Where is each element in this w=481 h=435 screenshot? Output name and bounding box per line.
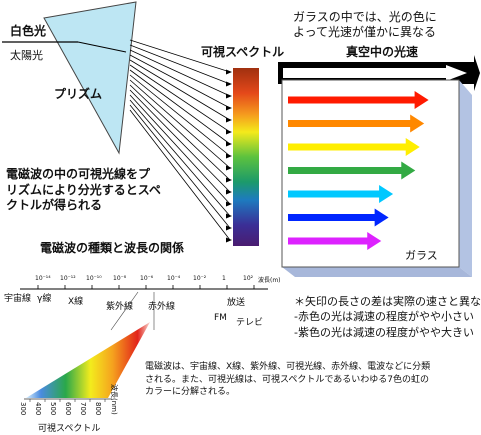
dispersion-ray-head: [226, 189, 232, 195]
dispersion-ray-head: [226, 165, 232, 171]
notes: ＊矢印の長さの差は実際の速さと異なる -赤色の光は減速の程度がやや小さい -紫色…: [294, 294, 481, 340]
small-spectrum-ticks: [29, 399, 106, 402]
dispersion-ray: [129, 74, 231, 157]
dispersion-ray-head: [226, 141, 232, 147]
prism-entry-ray: [77, 41, 127, 53]
dispersion-ray-head: [226, 177, 232, 183]
dispersion-ray-head: [226, 117, 232, 123]
axis-tick-label: 10⁻⁴: [167, 275, 181, 282]
axis-tick-label: 10⁻¹⁰: [86, 275, 102, 282]
wave-relation-title: 電磁波の種類と波長の関係: [40, 241, 185, 255]
band-label-television: テレビ: [236, 318, 264, 328]
small-spectrum-caption: 可視スペクトル: [38, 424, 101, 434]
band-label-cosmic-ray: 宇宙線: [4, 294, 32, 304]
dispersion-ray: [129, 39, 231, 73]
axis-tick-label: 10⁻⁶: [140, 275, 154, 282]
visible-spectrum-bar: [233, 68, 259, 246]
dispersion-ray: [129, 89, 231, 193]
dispersion-ray: [129, 64, 231, 133]
small-spectrum-tick-label: 300: [19, 402, 27, 416]
dispersion-ray: [129, 79, 231, 169]
band-label-fm: FM: [214, 313, 227, 323]
prism-note: 電磁波の中の可視光線をプ リズムにより分光するとスペ クトルが得られる: [6, 167, 161, 214]
axis-tick-label: 10⁻¹⁴: [35, 275, 51, 282]
note-line-2: -赤色の光は減速の程度がやや小さい: [294, 310, 474, 324]
dispersion-ray: [129, 69, 231, 145]
dispersion-ray-head: [226, 129, 232, 135]
dispersion-ray-head: [226, 201, 232, 207]
dispersion-ray-head: [226, 225, 232, 231]
visible-band-left-guide: [110, 291, 139, 331]
small-spectrum-fan: [26, 322, 150, 398]
vacuum-speed-arrow-inner: [283, 65, 467, 81]
small-spectrum-tick-label: 800: [94, 402, 102, 416]
arrow-red: [288, 91, 429, 109]
band-label-infrared: 赤外線: [148, 302, 176, 312]
glass-block-bottom: [282, 267, 472, 277]
band-label-gamma-ray: γ線: [37, 294, 52, 304]
dispersion-ray-head: [226, 237, 232, 243]
dispersion-ray: [129, 84, 231, 181]
dispersion-ray: [129, 104, 231, 229]
description: 電磁波は、宇宙線、X線、紫外線、可視光線、赤外線、電波などに分類 される。また、…: [145, 361, 430, 399]
label-vacuum-speed: 真空中の光速: [346, 45, 419, 59]
small-spectrum-tick-label: 500: [49, 402, 57, 416]
prism-note-line-2: リズムにより分光するとスペ: [6, 182, 161, 197]
axis-tick-label: 10⁻⁸: [113, 275, 127, 282]
dispersion-ray: [129, 54, 231, 109]
small-spectrum-tick-label: 400: [34, 402, 42, 416]
label-visible-spectrum: 可視スペクトル: [201, 45, 285, 59]
dispersion-rays: [129, 39, 232, 243]
glass-arrows: [288, 91, 429, 250]
dispersion-ray-head: [226, 69, 232, 75]
description-line-3: カラーに分解される。: [145, 387, 236, 398]
description-line-1: 電磁波は、宇宙線、X線、紫外線、可視光線、赤外線、電波などに分類: [145, 362, 431, 372]
arrow-orange: [288, 114, 425, 133]
label-white-light: 白色光: [10, 24, 47, 38]
small-spectrum-tick-label: 600: [64, 402, 72, 416]
dispersion-ray-head: [226, 105, 232, 111]
label-sunlight: 太陽光: [10, 49, 43, 62]
arrow-green: [288, 161, 416, 180]
dispersion-ray-head: [226, 93, 232, 99]
dispersion-ray-head: [226, 213, 232, 219]
dispersion-ray: [129, 99, 231, 217]
glass-title: ガラスの中では、光の色に よって光速が僅かに異なる: [293, 10, 437, 40]
glass-title-line-2: よって光速が僅かに異なる: [293, 25, 437, 39]
arrow-violet: [288, 232, 382, 250]
axis-tick-label: 1: [222, 275, 226, 282]
small-spectrum-tick-label: 700: [79, 402, 87, 416]
band-label-broadcast: 放送: [227, 298, 246, 308]
dispersion-ray: [129, 109, 231, 241]
note-line-1: ＊矢印の長さの差は実際の速さと異なる: [294, 295, 481, 308]
description-line-2: される。また、可視光線は、可視スペクトルであるいわゆる7色の虹の: [145, 374, 430, 385]
dispersion-ray-head: [226, 153, 232, 159]
arrow-cyan: [288, 185, 394, 203]
glass-block-side: [459, 80, 472, 277]
dispersion-ray: [129, 49, 231, 97]
label-prism: プリズム: [54, 87, 103, 101]
axis-tick-label: 10⁻²: [193, 275, 207, 282]
label-glass: ガラス: [405, 249, 438, 262]
prism-note-line-3: クトルが得られる: [6, 198, 103, 213]
small-spectrum-unit: 波長(nm): [110, 384, 118, 415]
arrow-blue: [288, 208, 389, 227]
glass-title-line-1: ガラスの中では、光の色に: [293, 10, 437, 24]
dispersion-ray: [129, 44, 231, 85]
axis-tick-label: 10⁻¹²: [60, 275, 76, 282]
dispersion-ray-head: [226, 81, 232, 87]
axis-tick-label: 10²: [243, 275, 254, 282]
prism-note-line-1: 電磁波の中の可視光線をプ: [6, 167, 151, 181]
band-label-ultraviolet: 紫外線: [106, 302, 134, 312]
prism-triangle: [43, 1, 137, 155]
dispersion-ray: [129, 59, 231, 121]
note-line-3: -紫色の光は減速の程度がやや大きい: [294, 325, 474, 339]
wavelength-axis-ticks: [37, 285, 255, 289]
arrow-yellow: [288, 138, 420, 156]
dispersion-ray: [129, 94, 231, 205]
axis-unit: 波長(m): [258, 277, 281, 284]
band-label-x-ray: X線: [68, 297, 84, 307]
